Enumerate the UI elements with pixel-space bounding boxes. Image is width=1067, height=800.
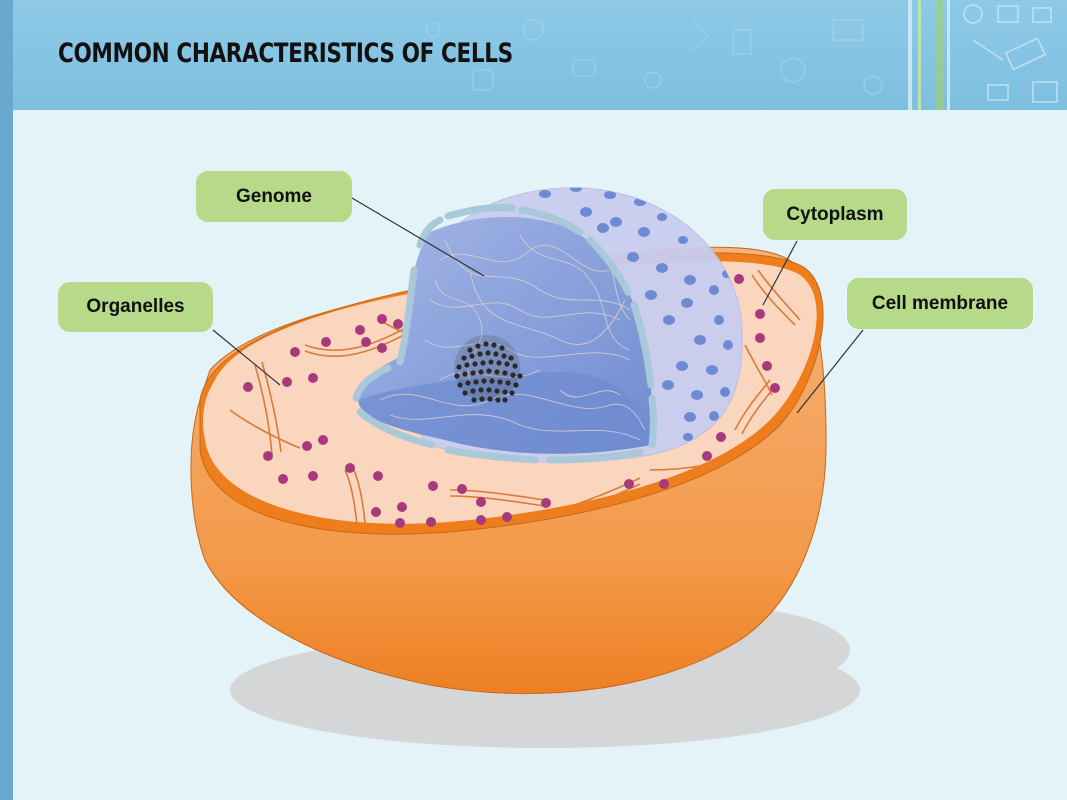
cell-membrane-label: Cell membrane	[847, 278, 1033, 329]
nucleolus	[454, 335, 523, 403]
nuclear-pores	[539, 187, 733, 441]
left-accent-stripe	[0, 0, 13, 800]
page-title: COMMON CHARACTERISTICS OF CELLS	[58, 38, 513, 69]
organelle-dots	[243, 274, 780, 528]
cytoplasm-label: Cytoplasm	[763, 189, 907, 240]
genome-label: Genome	[196, 171, 352, 222]
nucleus-cut-floor	[358, 372, 650, 454]
cytoplasm-leader-line	[762, 240, 798, 306]
organelles-leader-line	[212, 329, 281, 386]
leader-lines	[212, 197, 864, 414]
cell-membrane-leader-line	[796, 329, 864, 414]
genome-leader-line	[351, 197, 485, 277]
header-pattern	[425, 0, 1058, 110]
nuclear-envelope-cut-edge	[352, 204, 657, 464]
slide-header: COMMON CHARACTERISTICS OF CELLS	[13, 0, 1067, 110]
organelles-label: Organelles	[58, 282, 213, 332]
chromatin-threads	[379, 234, 646, 441]
